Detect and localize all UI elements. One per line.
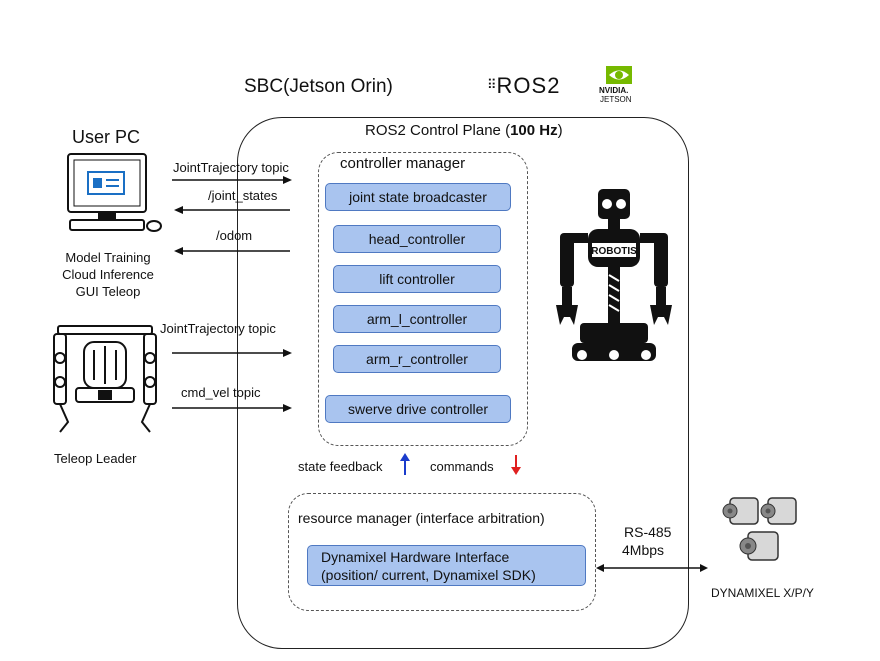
state-feedback-label: state feedback — [298, 459, 383, 474]
control-plane-title: ROS2 Control Plane (100 Hz) — [365, 122, 563, 139]
hw-interface-line2: (position/ current, Dynamixel SDK) — [321, 567, 536, 583]
control-plane-box — [237, 117, 689, 649]
arrow-to-cm-2 — [172, 349, 292, 357]
user-pc-title: User PC — [72, 127, 141, 147]
role-gui-teleop: GUI Teleop — [75, 284, 141, 299]
dynamixel-hw-interface: Dynamixel Hardware Interface (position/ … — [307, 545, 586, 586]
rs485-bidirectional-arrow — [596, 564, 708, 572]
controller-swerve-drive: swerve drive controller — [325, 395, 511, 423]
topic-cmd-vel: cmd_vel topic — [181, 385, 261, 400]
computer-icon — [67, 153, 162, 232]
teleop-leader-icon — [53, 325, 157, 433]
controller-arm-l: arm_l_controller — [333, 305, 501, 333]
resource-manager-box — [288, 493, 596, 611]
robotis-robot-icon: ROBOTIS — [556, 189, 672, 361]
up-arrow-icon — [400, 453, 410, 475]
jetson-text: JETSON — [600, 95, 632, 104]
role-cloud-inference: Cloud Inference — [62, 267, 154, 282]
arrow-from-cm-joint-states — [174, 206, 290, 214]
controller-manager-box — [318, 152, 528, 446]
arrow-from-cm-odom — [174, 247, 290, 255]
controller-arm-r: arm_r_controller — [333, 345, 501, 373]
nvidia-jetson-logo: NVIDIA. JETSON — [596, 64, 644, 108]
arrow-to-cm-1 — [172, 176, 292, 184]
ros-dots-icon: ⠿ — [487, 77, 497, 92]
topic-joint-trajectory-1: JointTrajectory topic — [173, 160, 289, 175]
topic-joint-states: /joint_states — [208, 188, 278, 203]
nvidia-eye-icon — [606, 66, 632, 84]
sbc-title: SBC(Jetson Orin) — [244, 76, 393, 97]
robot-brand-text: ROBOTIS — [591, 246, 637, 257]
controller-lift: lift controller — [333, 265, 501, 293]
ros2-logo-text: ROS2 — [496, 73, 561, 98]
dynamixel-servos-icon — [722, 497, 797, 561]
controller-manager-title: controller manager — [340, 155, 466, 172]
user-pc-roles: Model Training Cloud Inference GUI Teleo… — [50, 249, 166, 300]
arrow-to-cm-3 — [172, 404, 292, 412]
resource-manager-title: resource manager (interface arbitration) — [298, 510, 545, 526]
rs485-label: RS-485 — [624, 524, 672, 540]
down-arrow-icon — [511, 455, 521, 475]
ros2-logo: ⠿ROS2 — [487, 73, 560, 99]
controller-head: head_controller — [333, 225, 501, 253]
commands-label: commands — [430, 459, 494, 474]
teleop-leader-title: Teleop Leader — [54, 451, 137, 466]
role-model-training: Model Training — [65, 250, 151, 265]
hw-interface-line1: Dynamixel Hardware Interface — [321, 549, 510, 565]
bus-speed-label: 4Mbps — [622, 542, 665, 558]
nvidia-text: NVIDIA. — [599, 86, 629, 95]
dynamixel-label: DYNAMIXEL X/P/Y — [711, 586, 814, 600]
topic-odom: /odom — [216, 228, 253, 243]
controller-joint-state-broadcaster: joint state broadcaster — [325, 183, 511, 211]
topic-joint-trajectory-2: JointTrajectory topic — [160, 321, 276, 336]
